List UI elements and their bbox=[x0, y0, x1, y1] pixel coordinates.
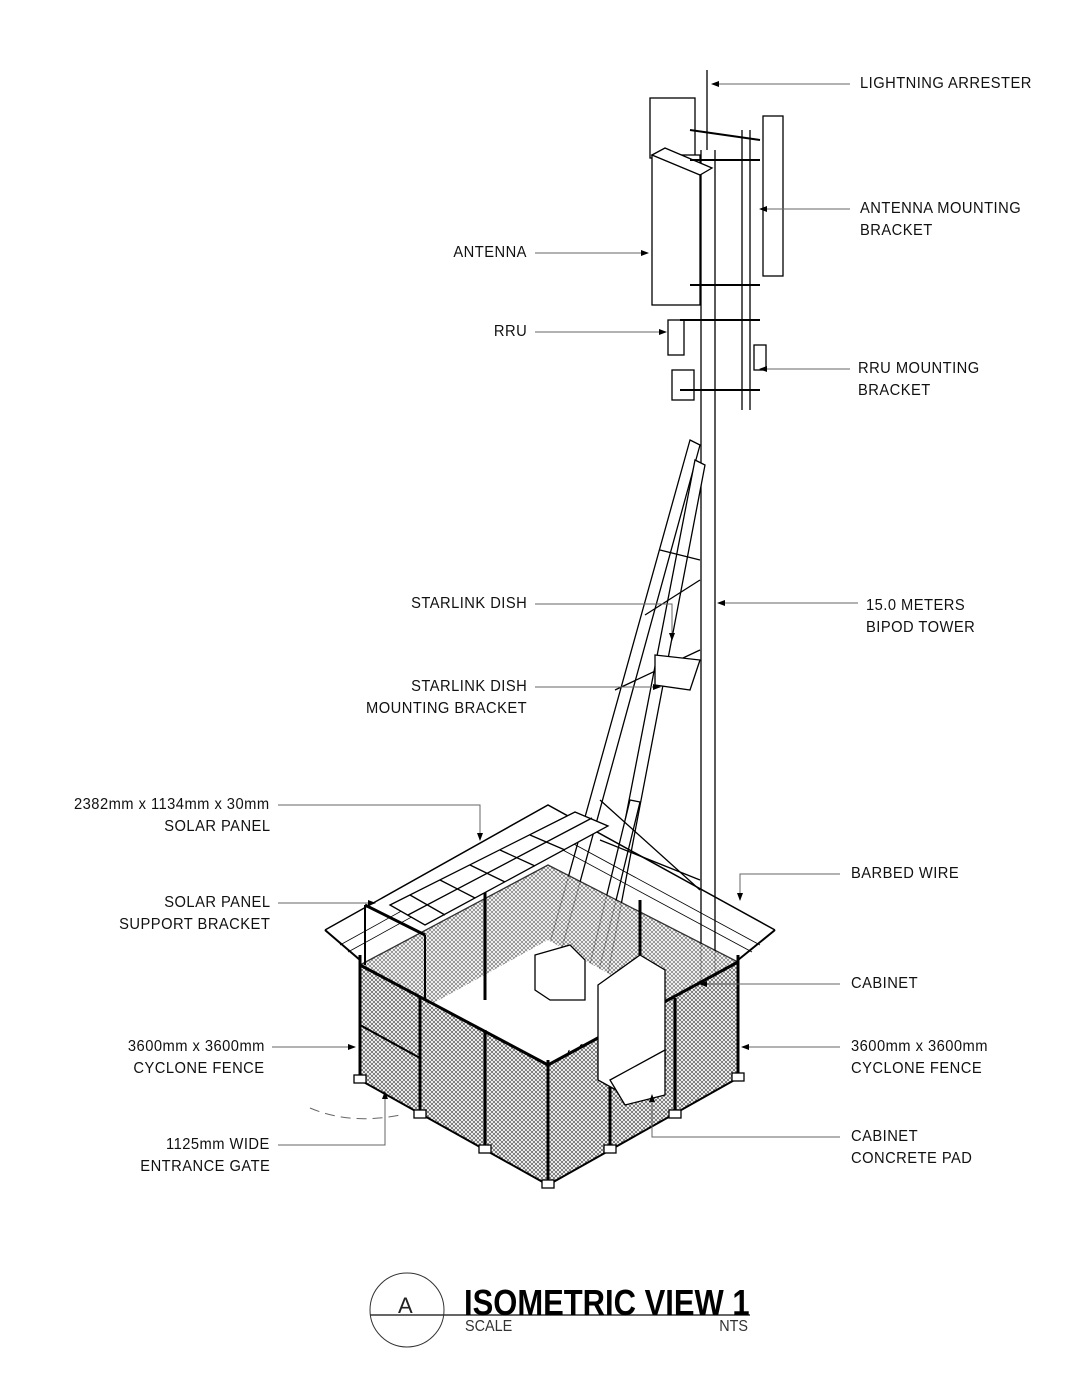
label-antenna: ANTENNA bbox=[453, 244, 527, 261]
label-fence-left-2: CYCLONE FENCE bbox=[133, 1060, 265, 1077]
label-concrete-pad-1: CABINET bbox=[851, 1128, 919, 1145]
label-barbed-wire: BARBED WIRE bbox=[851, 865, 960, 882]
label-fence-left-1: 3600mm x 3600mm bbox=[128, 1038, 265, 1055]
label-entrance-gate-1: 1125mm WIDE bbox=[166, 1136, 270, 1153]
solar-panel bbox=[364, 811, 610, 1000]
label-bipod-tower-1: 15.0 METERS bbox=[866, 597, 966, 614]
label-rru: RRU bbox=[493, 323, 527, 340]
label-lightning-arrester: LIGHTNING ARRESTER bbox=[860, 75, 1032, 92]
label-bipod-tower-2: BIPOD TOWER bbox=[866, 619, 976, 636]
detail-letter: A bbox=[398, 1293, 413, 1318]
label-starlink-dish: STARLINK DISH bbox=[410, 595, 527, 612]
label-concrete-pad-2: CONCRETE PAD bbox=[851, 1150, 973, 1167]
label-starlink-bracket-2: MOUNTING BRACKET bbox=[365, 700, 527, 717]
scale-value: NTS bbox=[719, 1318, 748, 1335]
label-rru-mounting-bracket-2: BRACKET bbox=[858, 382, 931, 399]
title-block-graphics bbox=[369, 1272, 750, 1348]
label-starlink-bracket-1: STARLINK DISH bbox=[410, 678, 527, 695]
label-fence-right-1: 3600mm x 3600mm bbox=[851, 1038, 988, 1055]
antenna-panels bbox=[649, 97, 784, 401]
cabinet bbox=[534, 944, 666, 1106]
scale-label: SCALE bbox=[465, 1318, 513, 1335]
label-antenna-mounting-bracket-2: BRACKET bbox=[860, 222, 933, 239]
bipod-tower-mast bbox=[700, 70, 751, 1045]
drawing-title: ISOMETRIC VIEW 1 bbox=[464, 1282, 750, 1323]
label-rru-mounting-bracket-1: RRU MOUNTING bbox=[858, 360, 980, 377]
label-solar-panel-1: 2382mm x 1134mm x 30mm bbox=[74, 796, 270, 813]
label-solar-support-2: SUPPORT BRACKET bbox=[118, 916, 270, 933]
label-cabinet: CABINET bbox=[851, 975, 919, 992]
mounting-brackets bbox=[680, 129, 761, 391]
label-solar-panel-2: SOLAR PANEL bbox=[163, 818, 270, 835]
label-antenna-mounting-bracket-1: ANTENNA MOUNTING bbox=[860, 200, 1022, 217]
label-solar-support-1: SOLAR PANEL bbox=[163, 894, 270, 911]
label-fence-right-2: CYCLONE FENCE bbox=[851, 1060, 983, 1077]
label-entrance-gate-2: ENTRANCE GATE bbox=[139, 1158, 270, 1175]
